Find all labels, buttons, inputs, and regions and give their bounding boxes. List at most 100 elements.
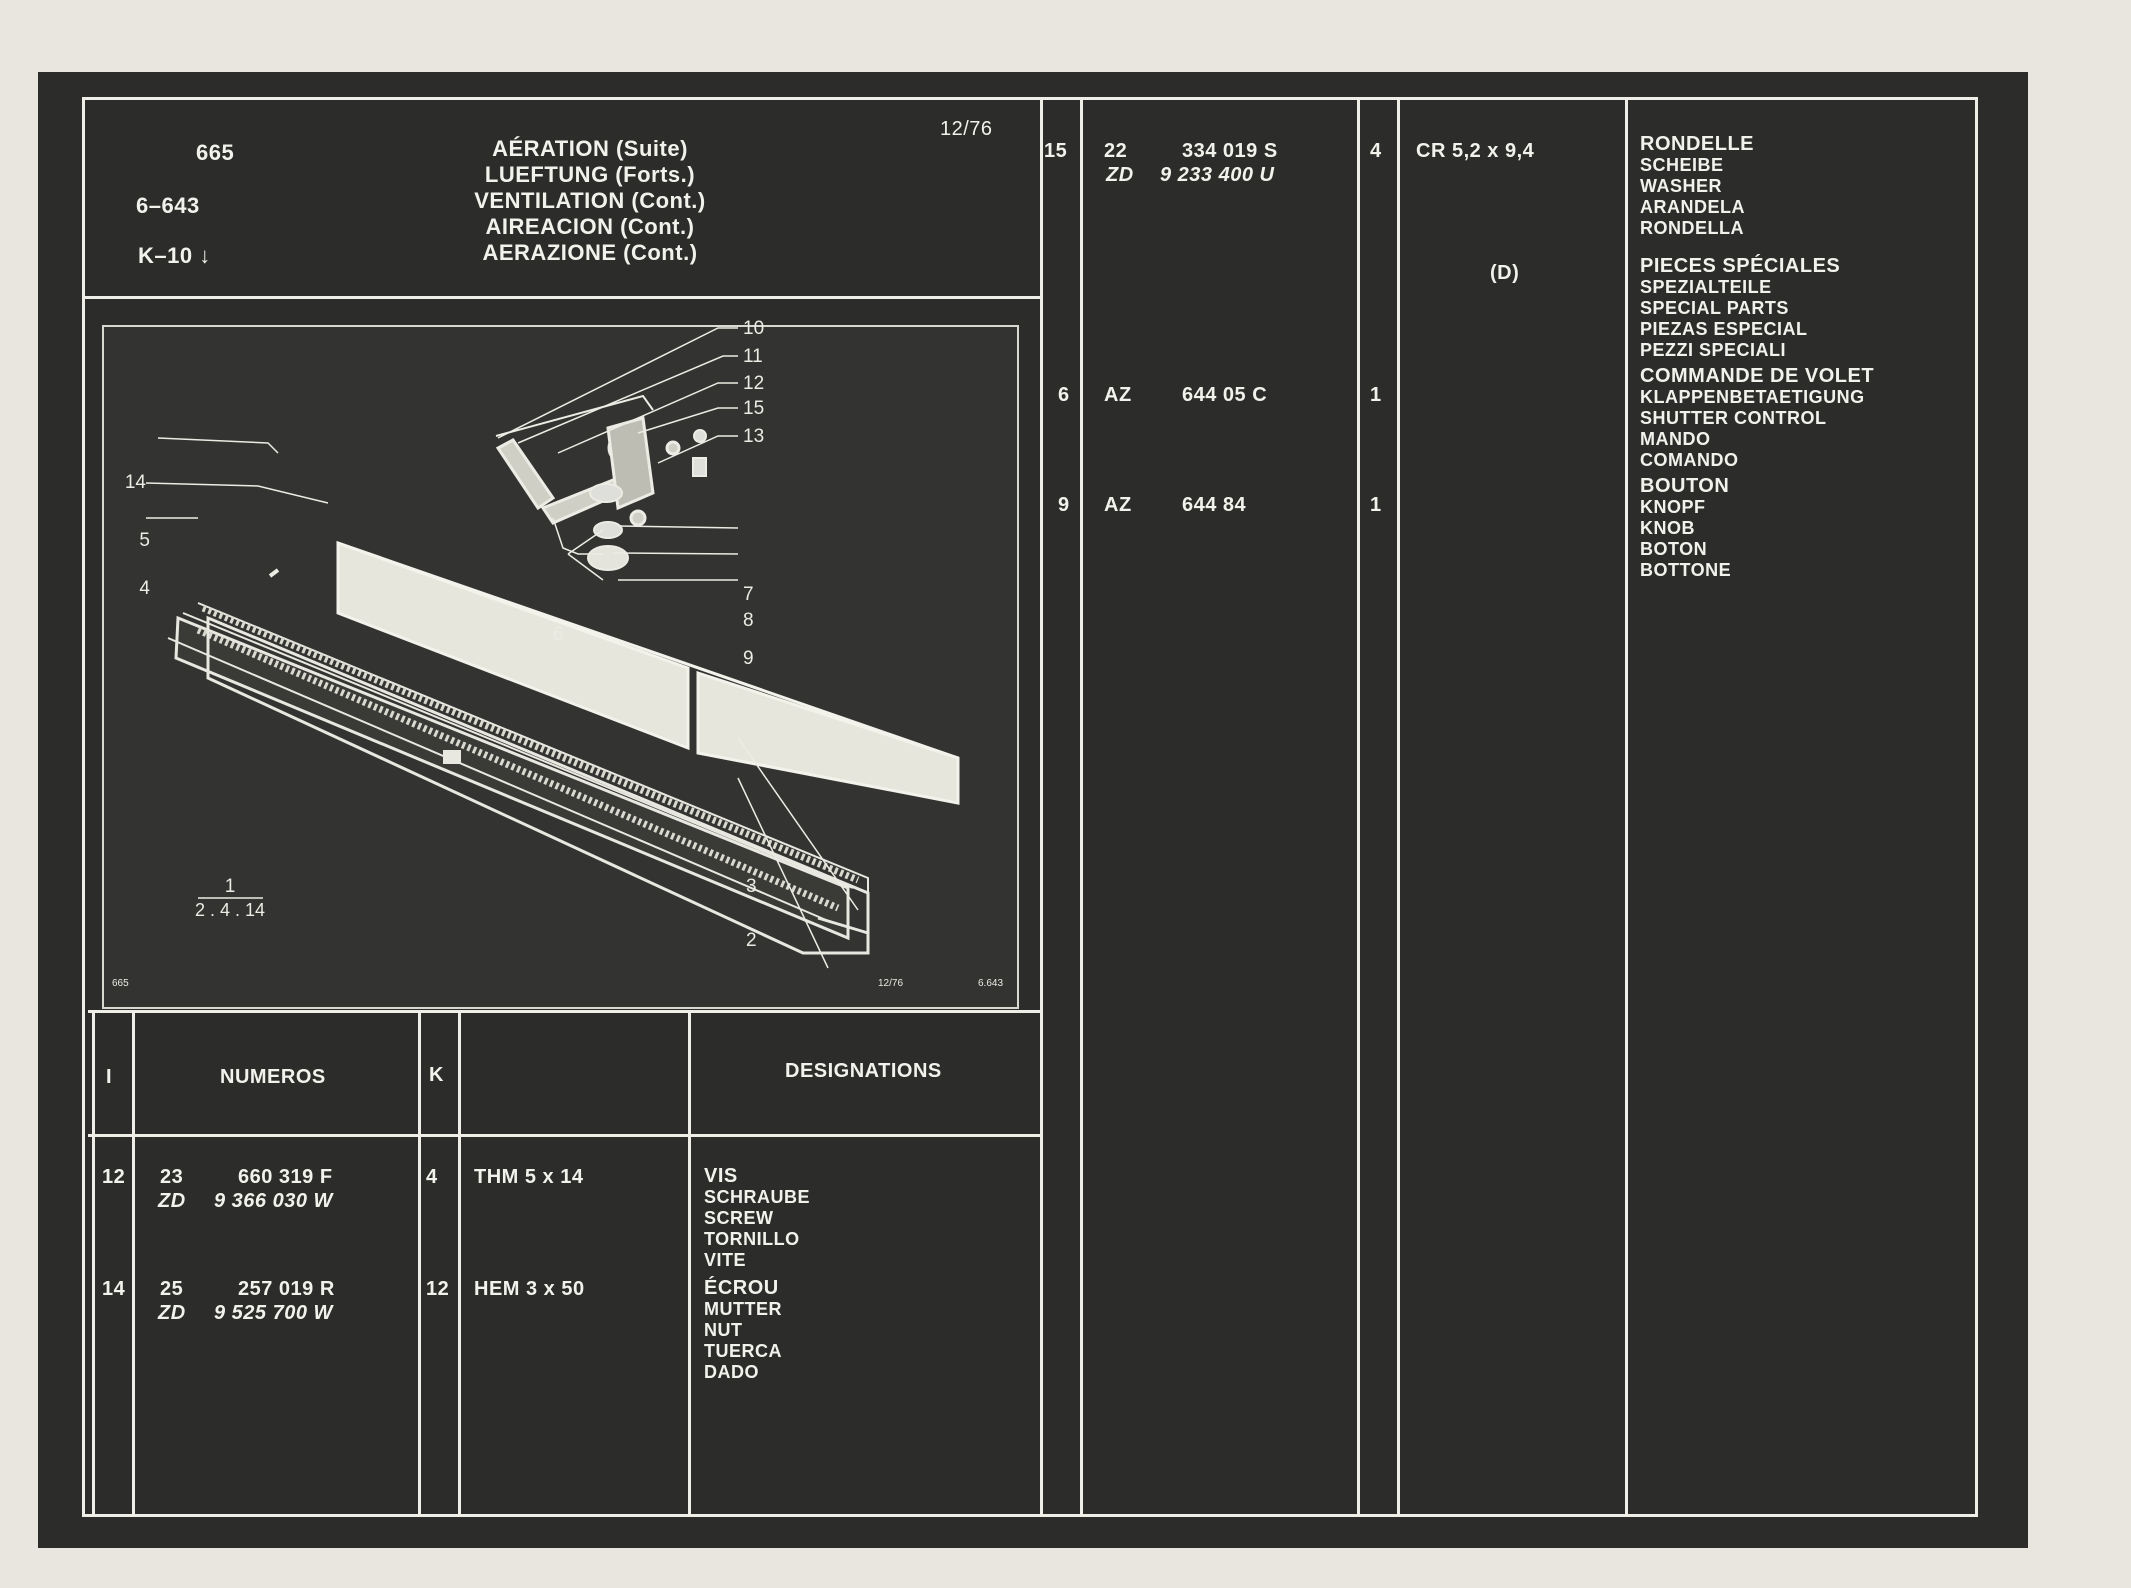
part-number: 257 019 R <box>238 1278 335 1300</box>
designation-translation: SPECIAL PARTS <box>1640 298 1789 318</box>
callout-2: 2 <box>746 930 757 951</box>
callout-11: 11 <box>743 346 763 367</box>
row-quantity: 4 <box>426 1166 438 1188</box>
row-item-number: 15 <box>1044 140 1068 162</box>
designation-translation: VITE <box>704 1250 747 1270</box>
figure-footer-center: 12/76 <box>878 978 903 989</box>
designation-translation: KNOPF <box>1640 497 1706 517</box>
callout-13: 13 <box>743 426 764 447</box>
col-line-right-k <box>1397 97 1400 1517</box>
seal-strip-part <box>196 604 860 912</box>
designation-primary: VIS <box>704 1165 738 1187</box>
designation-translation: DADO <box>704 1362 759 1382</box>
callout-10: 10 <box>743 318 764 339</box>
fraction-bottom: 2 . 4 . 14 <box>195 900 265 920</box>
table-header-bottom-line <box>88 1134 1043 1137</box>
callout-14: 14 <box>125 472 147 493</box>
designation-primary: ÉCROU <box>704 1277 779 1299</box>
alt-part-number: 9 525 700 W <box>214 1302 333 1324</box>
page-key: K–10 ↓ <box>138 243 211 269</box>
col-line-designations <box>688 1010 691 1516</box>
designation-translation: SCHEIBE <box>1640 155 1724 175</box>
callout-7: 7 <box>743 584 754 605</box>
callout-8: 8 <box>743 610 754 631</box>
col-line-right-i <box>1080 97 1083 1517</box>
part-prefix: AZ <box>1104 494 1132 516</box>
figure-footer-left: 665 <box>112 978 129 989</box>
alt-part-prefix: ZD <box>158 1190 186 1212</box>
page-title-line: AÉRATION (Suite) <box>492 136 688 161</box>
part-prefix: 22 <box>1104 140 1128 162</box>
designation-translation: RONDELLA <box>1640 218 1744 238</box>
callout-5: 5 <box>139 530 150 551</box>
row-spec: HEM 3 x 50 <box>474 1278 585 1300</box>
designation-primary: BOUTON <box>1640 475 1730 497</box>
page-title-line: AIREACION (Cont.) <box>485 214 695 239</box>
alt-part-prefix: ZD <box>1106 164 1134 186</box>
frame-top <box>82 97 1978 100</box>
row-quantity: 12 <box>426 1278 450 1300</box>
row-spec: THM 5 x 14 <box>474 1166 584 1188</box>
col-header-designations: DESIGNATIONS <box>785 1060 942 1082</box>
row-item-number: 6 <box>1058 384 1070 406</box>
part-number: 644 84 <box>1182 494 1247 516</box>
part-prefix: 25 <box>160 1278 184 1300</box>
frame-left <box>82 97 85 1517</box>
designation-primary: COMMANDE DE VOLET <box>1640 365 1875 387</box>
down-arrow-icon: ↓ <box>199 243 211 268</box>
designation-translation: MUTTER <box>704 1299 782 1319</box>
designation-translation: KNOB <box>1640 518 1695 538</box>
col-line-right-numeros <box>1357 97 1360 1517</box>
col-line-right-designations <box>1625 97 1628 1517</box>
page-date: 12/76 <box>940 118 993 140</box>
row-item-number: 9 <box>1058 494 1070 516</box>
callout-4: 4 <box>139 578 150 599</box>
designation-primary: RONDELLE <box>1640 133 1754 155</box>
designation-translation: BOTTONE <box>1640 560 1732 580</box>
designation-translation: TORNILLO <box>704 1229 800 1249</box>
row-spec: CR 5,2 x 9,4 <box>1416 140 1535 162</box>
wire-rod-part <box>495 394 654 437</box>
center-emblem-part <box>443 750 461 764</box>
left-panel-divider <box>1040 97 1043 1517</box>
header-divider <box>82 296 1042 299</box>
figure-footer-right: 6.643 <box>978 978 1003 989</box>
row-quantity: 1 <box>1370 384 1382 406</box>
designation-translation: SCHRAUBE <box>704 1187 811 1207</box>
designation-translation: TUERCA <box>704 1341 782 1361</box>
designation-translation: SCREW <box>704 1208 774 1228</box>
col-header-k: K <box>429 1064 444 1086</box>
figure-bottom-line <box>88 1010 1043 1013</box>
designation-translation: SPEZIALTEILE <box>1640 277 1772 297</box>
row-item-number: 14 <box>102 1278 126 1300</box>
col-line-i <box>92 1010 95 1516</box>
alt-part-number: 9 233 400 U <box>1160 164 1275 186</box>
page-code: 665 <box>196 140 235 165</box>
col-line-numeros <box>132 1010 135 1516</box>
figure-fraction: 1 2 . 4 . 14 <box>195 876 265 920</box>
part-prefix: 23 <box>160 1166 184 1188</box>
row-note: (D) <box>1490 262 1520 284</box>
callout-3: 3 <box>746 876 757 897</box>
callout-6: 6 <box>553 624 564 645</box>
frame-bottom <box>82 1514 1978 1517</box>
window-panel-part <box>336 540 960 805</box>
callout-12: 12 <box>743 373 764 394</box>
part-number: 334 019 S <box>1182 140 1278 162</box>
lower-frame-part <box>206 615 870 955</box>
col-line-k-right <box>458 1010 461 1516</box>
designation-translation: COMANDO <box>1640 450 1739 470</box>
row-quantity: 4 <box>1370 140 1382 162</box>
col-header-i: I <box>106 1066 113 1088</box>
designation-translation: KLAPPENBETAETIGUNG <box>1640 387 1865 407</box>
designation-translation: ARANDELA <box>1640 197 1745 217</box>
callout-15: 15 <box>743 398 764 419</box>
